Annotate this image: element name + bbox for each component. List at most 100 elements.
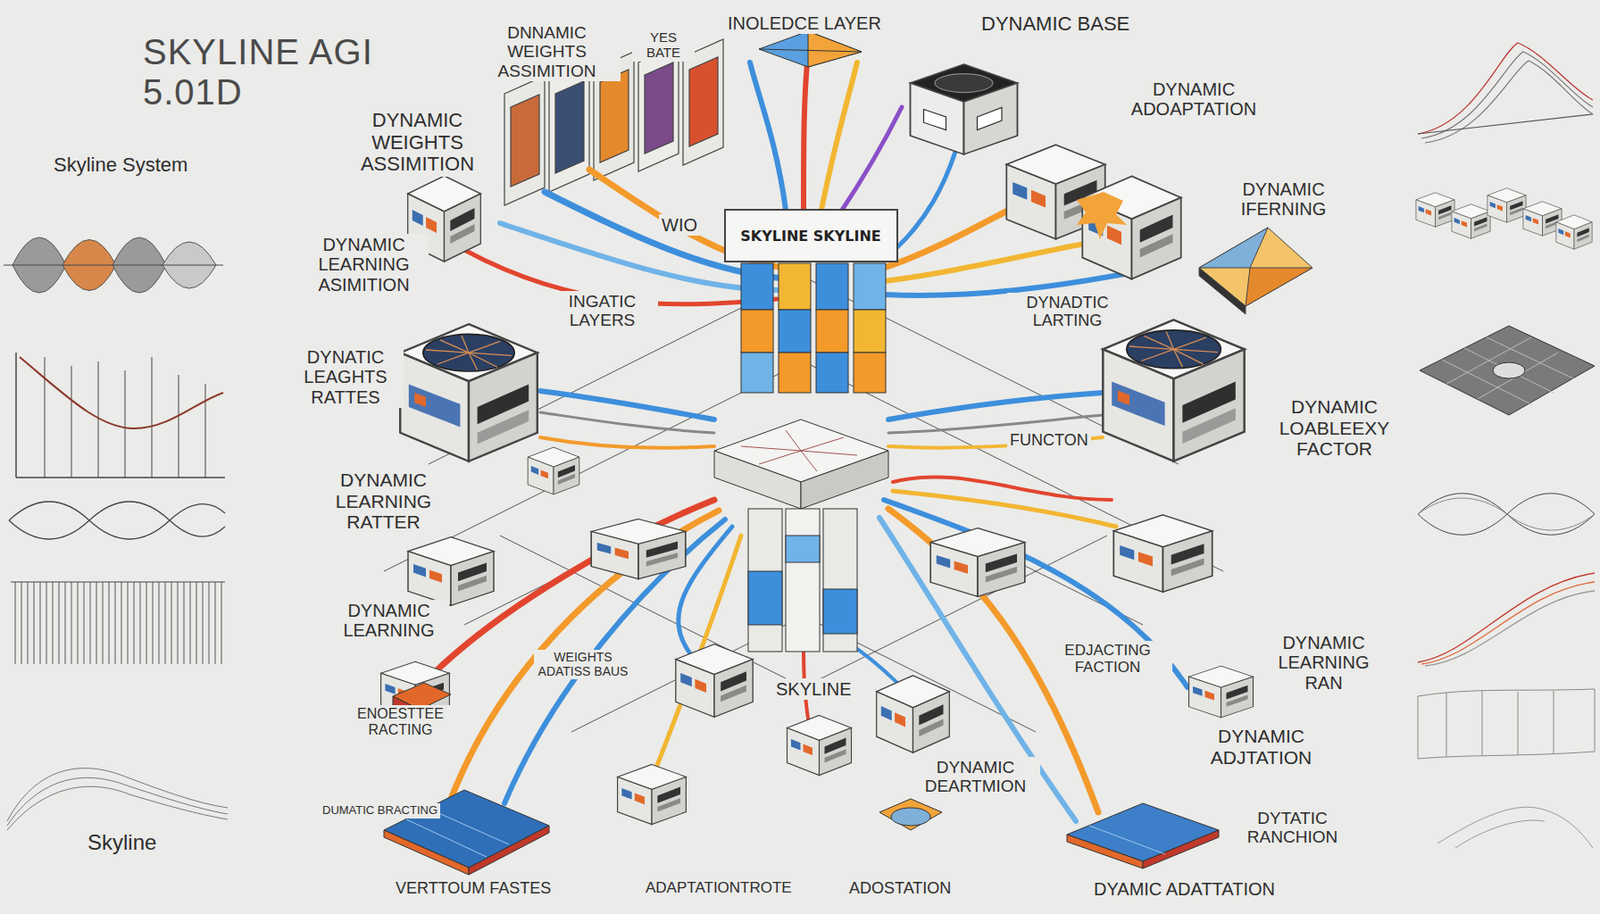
left-helix xyxy=(8,501,225,540)
component-label: DNNAMIC WEIGHTS ASSIMITION xyxy=(473,22,621,82)
central-tower xyxy=(800,437,844,451)
hardware-modules xyxy=(527,447,580,495)
right-grey-wave xyxy=(1482,691,1484,757)
component-label: DYNAMIC LEARNING ASIMITION xyxy=(299,233,429,296)
hardware-modules xyxy=(930,528,1025,598)
slab-panel xyxy=(406,819,487,858)
left-chart xyxy=(44,357,46,478)
cables xyxy=(803,53,809,210)
knowledge-funnel xyxy=(808,31,862,67)
right-plate xyxy=(1464,348,1554,393)
pyramid-plate xyxy=(1245,267,1313,307)
component-label: FUNCTON xyxy=(1007,430,1092,450)
hardware-modules xyxy=(408,537,494,607)
component-label: DYNAMIC LEARNING RATTER xyxy=(323,468,444,534)
central-tower xyxy=(714,263,889,652)
slab-panel xyxy=(383,830,469,875)
slab-panel xyxy=(1066,834,1143,869)
central-tower xyxy=(714,450,801,509)
hardware-modules xyxy=(1113,515,1212,592)
central-tower xyxy=(853,309,886,353)
left-chart xyxy=(16,476,225,479)
component-label: ENOESTTEE RACTING xyxy=(344,705,457,740)
central-tower xyxy=(816,352,849,393)
component-label: INGATIC LAYERS xyxy=(546,291,659,332)
cables xyxy=(821,62,858,210)
cables xyxy=(750,62,786,210)
slab-panel xyxy=(383,790,1219,875)
right-blocks xyxy=(1416,192,1455,227)
right-blocks xyxy=(1487,188,1526,223)
central-tower xyxy=(741,263,774,310)
hardware-modules xyxy=(400,324,538,462)
component-label: DYNAMIC ADJTATION xyxy=(1187,725,1335,769)
right-grey-wave xyxy=(1594,689,1596,752)
component-label: YES BATE xyxy=(632,29,695,62)
small-modules xyxy=(879,799,942,831)
right-blocks xyxy=(1416,188,1592,250)
slab-panel xyxy=(468,825,550,875)
slab-panel xyxy=(1089,825,1166,855)
central-tower xyxy=(778,309,811,353)
component-label: DYNATIC LEAGHTS RATTES xyxy=(287,346,404,409)
panel-stack xyxy=(644,62,674,154)
cables xyxy=(883,242,1090,282)
central-tower xyxy=(853,352,886,393)
cables xyxy=(888,392,1103,420)
component-label: ADAPTATIONTROTE xyxy=(642,878,795,898)
central-tower xyxy=(741,309,774,353)
pyramid-plate xyxy=(1199,227,1313,307)
panel-stack xyxy=(638,44,679,172)
right-helix xyxy=(1417,493,1595,536)
left-chart xyxy=(178,375,180,478)
right-surface xyxy=(1417,114,1593,134)
central-tower xyxy=(741,430,858,472)
right-plate xyxy=(1419,325,1595,416)
right-plate xyxy=(1419,325,1595,416)
hardware-modules xyxy=(381,64,1254,825)
sun-tile xyxy=(1076,191,1127,240)
central-tower xyxy=(748,571,783,625)
cables xyxy=(540,412,715,434)
component-label: DYNAMIC BASE xyxy=(978,12,1133,37)
central-tower xyxy=(741,446,801,451)
right-grey-wave xyxy=(1517,691,1519,756)
pyramid-plate xyxy=(1199,267,1246,315)
component-label: EDJACTING FACTION xyxy=(1042,641,1173,677)
right-grey-wave xyxy=(1446,692,1448,758)
central-tower xyxy=(853,263,886,310)
left-chart xyxy=(125,370,126,478)
left-helix xyxy=(8,501,225,540)
component-label: DYAMIC ADATTATION xyxy=(1091,878,1278,900)
right-red-wave xyxy=(1417,573,1595,663)
left-chart xyxy=(15,352,17,478)
hardware-modules xyxy=(1102,319,1244,461)
left-wave xyxy=(7,786,228,831)
right-surface xyxy=(1417,42,1593,143)
component-label: Skyline System xyxy=(50,153,191,178)
central-tower xyxy=(823,589,858,634)
component-label: DYTATIC RANCHION xyxy=(1232,808,1353,849)
cables xyxy=(428,53,1188,822)
cables xyxy=(892,491,1117,527)
central-tower xyxy=(800,450,817,472)
hardware-modules xyxy=(617,764,687,825)
component-label: DYNAMIC IFERNING xyxy=(1227,178,1340,221)
slab-panel xyxy=(1142,830,1219,869)
right-plate xyxy=(1446,337,1532,384)
right-red-wave xyxy=(1417,573,1595,667)
slab-panel xyxy=(1066,803,1219,862)
box-label: SKYLINE SKYLINE xyxy=(740,227,882,245)
hardware-modules xyxy=(787,715,852,775)
right-sketch xyxy=(1455,820,1545,849)
pyramid-plate xyxy=(1199,227,1268,268)
hardware-modules xyxy=(1189,666,1254,718)
left-chart xyxy=(98,361,100,478)
component-label: WIO xyxy=(658,214,700,236)
right-grey-wave xyxy=(1553,691,1555,754)
central-tower xyxy=(785,508,820,652)
left-waveforms xyxy=(3,265,224,267)
component-label: DYNAMIC LEARNING xyxy=(328,600,450,642)
right-helix xyxy=(1417,498,1595,531)
